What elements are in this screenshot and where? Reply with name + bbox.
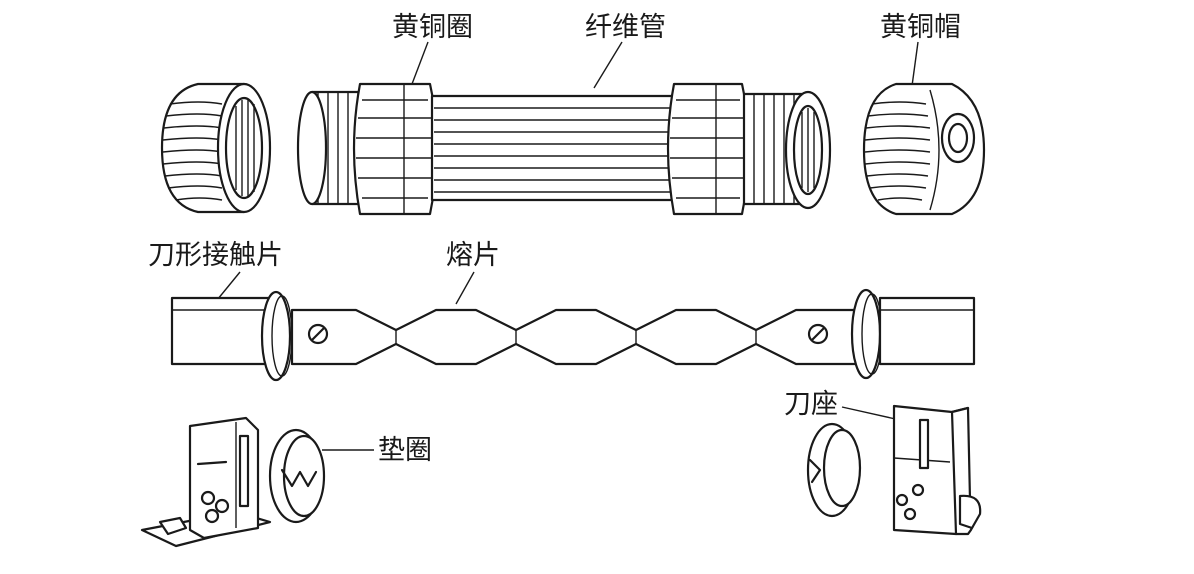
fuse-screw-right-slot xyxy=(810,326,826,342)
label-brass-ring: 黄铜圈 xyxy=(392,12,473,43)
washer-right-inner xyxy=(822,428,862,508)
seat-left-slot xyxy=(238,434,250,508)
tube-left-end-face xyxy=(296,90,328,206)
washer-left-teeth xyxy=(280,468,318,488)
fuse-strip-folds xyxy=(395,330,757,344)
knife-seat-left xyxy=(140,416,272,548)
brass-cap-hole-inner xyxy=(947,122,969,154)
washer-right-teeth xyxy=(808,458,822,484)
seat-left-hole-2 xyxy=(214,498,230,514)
leader-knife-seat xyxy=(841,406,901,421)
knife-contact-right-blade xyxy=(878,296,976,366)
leader-fiber-tube xyxy=(593,41,623,89)
leader-brass-cap xyxy=(911,41,919,87)
label-knife-seat: 刀座 xyxy=(784,389,838,420)
fuse-screw-left-slot xyxy=(310,326,326,342)
seat-left-tab xyxy=(196,460,228,466)
left-brass-nut xyxy=(160,82,272,214)
seat-right-hole-1 xyxy=(895,493,909,507)
seat-right-clip xyxy=(958,494,982,530)
knife-contact-left-flange xyxy=(260,290,292,382)
washer-left-inner xyxy=(282,434,326,518)
left-nut-inner xyxy=(224,96,264,200)
seat-right-slot xyxy=(918,418,930,470)
label-fiber-tube: 纤维管 xyxy=(585,12,666,43)
seat-left-hole-3 xyxy=(204,508,220,524)
seat-right-hole-2 xyxy=(911,483,925,497)
seat-right-hole-3 xyxy=(903,507,917,521)
tube-right-bore-lines xyxy=(801,108,815,192)
fiber-tube-assembly xyxy=(296,82,832,216)
label-knife-contact: 刀形接触片 xyxy=(148,240,283,271)
fuse-strip xyxy=(290,308,864,366)
brass-ring-left-facets xyxy=(356,84,434,214)
label-washer: 垫圈 xyxy=(378,435,432,466)
seat-left-bolt-head xyxy=(158,516,188,536)
fiber-tube-grain xyxy=(434,107,674,193)
brass-cap xyxy=(862,82,986,216)
washer-right xyxy=(806,422,862,518)
fuse-strip-assembly xyxy=(170,288,976,382)
brass-ring-right xyxy=(666,82,751,216)
tube-right-threads xyxy=(753,94,795,204)
leader-brass-ring xyxy=(411,41,429,85)
left-nut-inner-threads xyxy=(235,100,255,196)
leader-fuse-strip xyxy=(455,271,475,305)
brass-cap-threads xyxy=(864,101,931,201)
label-fuse-strip: 熔片 xyxy=(446,240,500,271)
washer-left xyxy=(268,428,326,524)
fiber-tube-body xyxy=(430,94,678,202)
seat-left-hole-1 xyxy=(200,490,216,506)
knife-seat-right xyxy=(892,404,982,536)
brass-cap-shoulder xyxy=(929,89,940,211)
brass-ring-left xyxy=(352,82,439,216)
brass-ring-right-facets xyxy=(670,84,746,214)
label-brass-cap: 黄铜帽 xyxy=(880,12,961,43)
